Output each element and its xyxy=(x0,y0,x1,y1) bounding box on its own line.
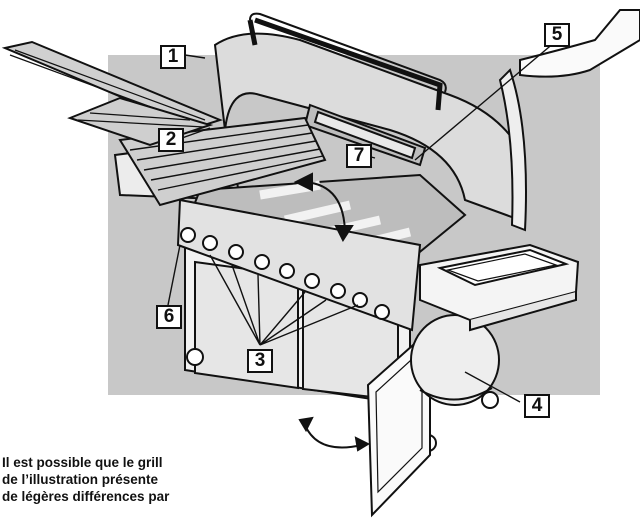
firebox xyxy=(183,173,467,262)
note-line: de légères différences par xyxy=(2,489,170,504)
control-panel xyxy=(176,198,422,332)
callout-4: 4 xyxy=(524,394,550,418)
motion-arrows xyxy=(293,172,371,452)
callout-6: 6 xyxy=(156,305,182,329)
disclaimer-note: Il est possible que le grill de l’illust… xyxy=(2,454,232,505)
note-line: de l’illustration présente xyxy=(2,472,159,487)
note-line: Il est possible que le grill xyxy=(2,455,163,470)
callout-7: 7 xyxy=(346,144,372,168)
callout-5: 5 xyxy=(544,23,570,47)
callout-2: 2 xyxy=(158,128,184,152)
hand-illustration xyxy=(498,9,640,232)
callout-1: 1 xyxy=(160,45,186,69)
side-burner-shelf xyxy=(419,243,580,332)
callout-3: 3 xyxy=(247,349,273,373)
propane-tank xyxy=(410,314,500,406)
